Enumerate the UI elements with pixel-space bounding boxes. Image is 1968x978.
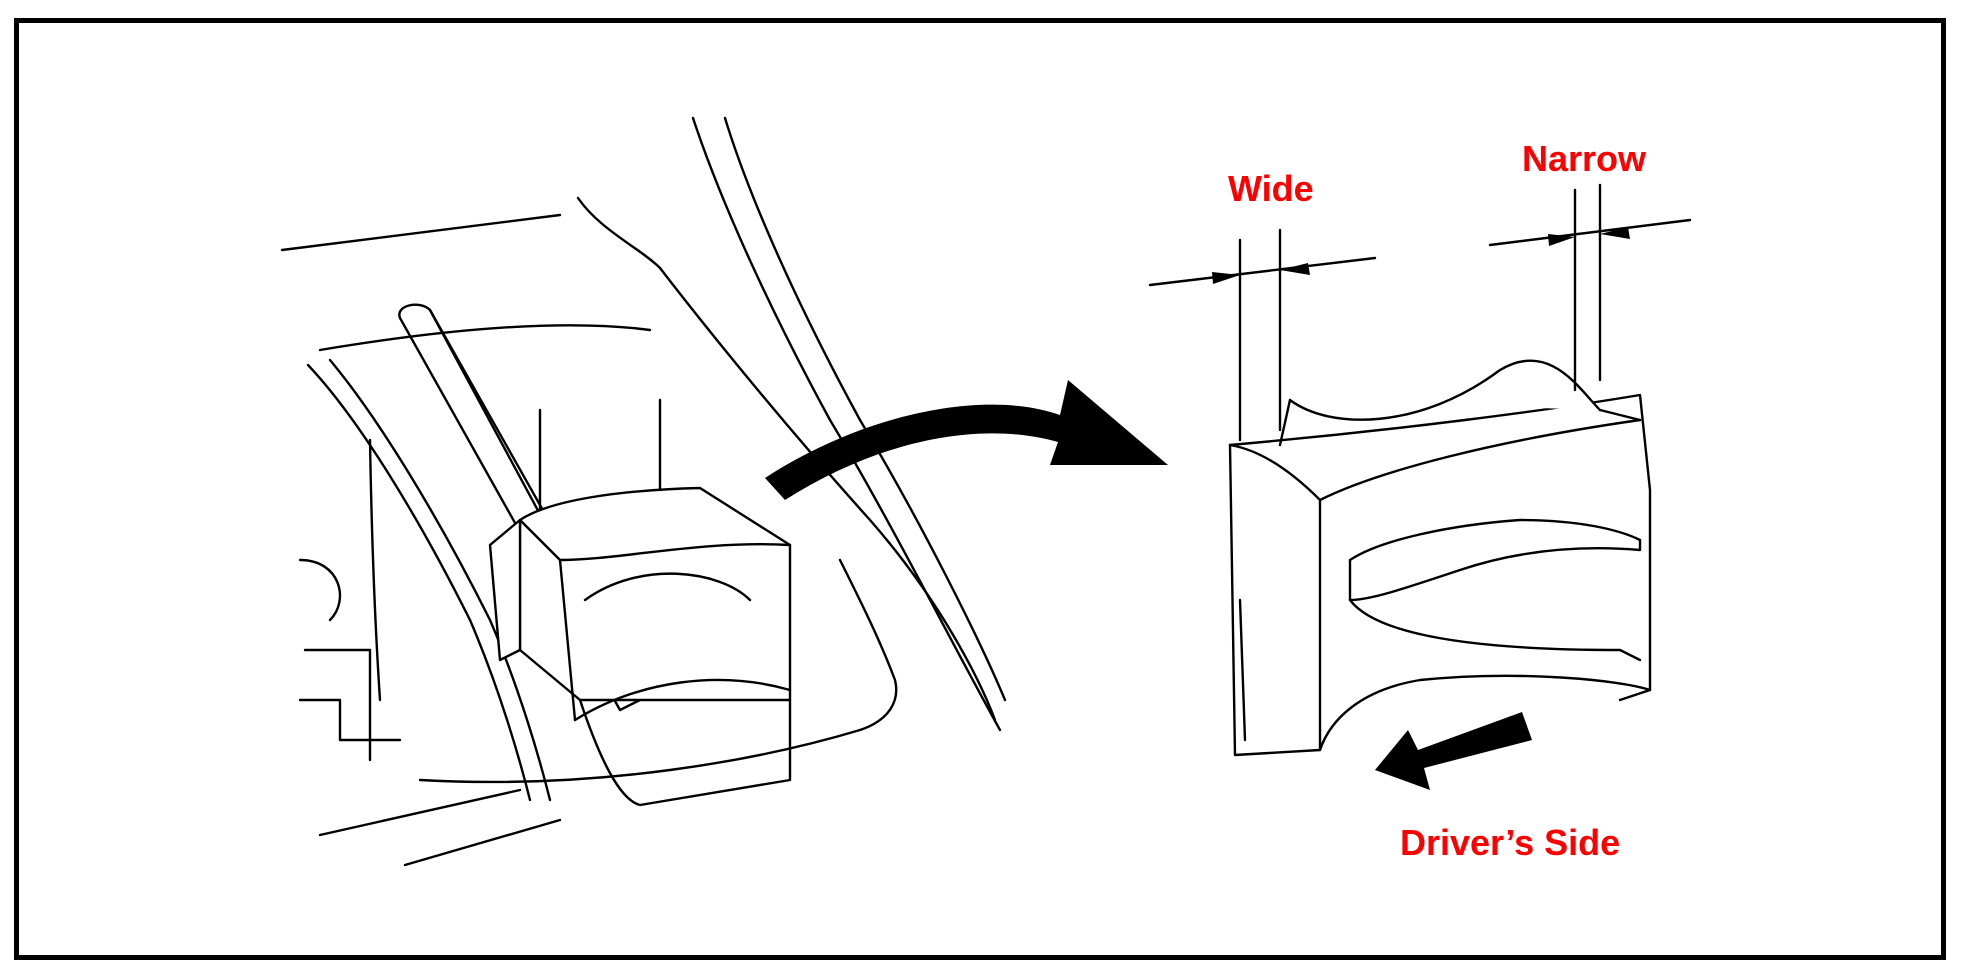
console-outline — [280, 116, 1007, 867]
spacer-large — [1228, 359, 1652, 757]
dimension-lines — [1148, 183, 1692, 442]
drivers-side-label: Driver’s Side — [1400, 822, 1621, 863]
spacer-small — [488, 486, 792, 807]
narrow-label: Narrow — [1522, 138, 1647, 179]
curved-arrow-icon — [765, 380, 1168, 500]
wide-label: Wide — [1228, 168, 1314, 209]
dimension-arrowheads — [1212, 227, 1630, 284]
driver-side-arrow-icon — [1375, 712, 1532, 790]
